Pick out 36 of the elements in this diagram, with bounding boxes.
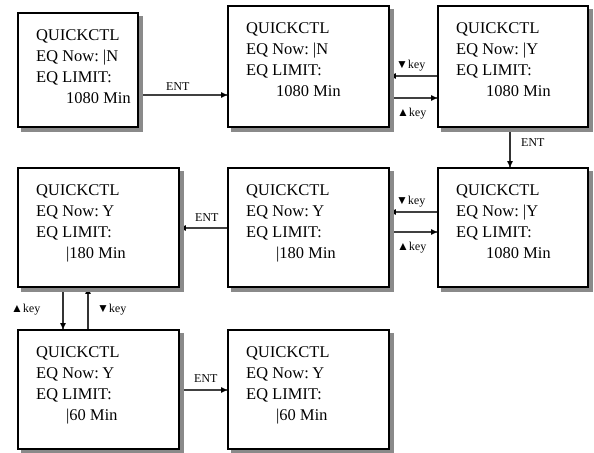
menu-line: EQ LIMIT:: [456, 59, 532, 80]
edge-label: ENT: [520, 136, 546, 149]
menu-title: QUICKCTL: [246, 179, 330, 200]
menu-title: QUICKCTL: [246, 341, 330, 362]
edge-label: ENT: [194, 211, 220, 224]
menu-line: |60 Min: [66, 404, 118, 425]
menu-line: EQ Now: Y: [246, 200, 324, 221]
menu-line: EQ Now: |N: [246, 38, 328, 59]
menu-line: EQ LIMIT:: [36, 66, 112, 87]
menu-title: QUICKCTL: [36, 179, 120, 200]
menu-title: QUICKCTL: [36, 24, 120, 45]
menu-title: QUICKCTL: [36, 341, 120, 362]
menu-line: EQ Now: |Y: [456, 200, 538, 221]
menu-line: EQ LIMIT:: [246, 59, 322, 80]
menu-line: EQ Now: |Y: [456, 38, 538, 59]
menu-line: EQ Now: Y: [36, 362, 114, 383]
menu-line: EQ Now: Y: [246, 362, 324, 383]
menu-line: |180 Min: [66, 242, 126, 263]
menu-line: EQ LIMIT:: [456, 221, 532, 242]
menu-line: EQ Now: |N: [36, 45, 118, 66]
menu-line: |60 Min: [276, 404, 328, 425]
menu-line: 1080 Min: [486, 80, 551, 101]
menu-line: |180 Min: [276, 242, 336, 263]
menu-title: QUICKCTL: [456, 17, 540, 38]
menu-line: 1080 Min: [66, 87, 131, 108]
menu-line: EQ LIMIT:: [246, 221, 322, 242]
menu-line: EQ LIMIT:: [246, 383, 322, 404]
menu-line: EQ LIMIT:: [36, 221, 112, 242]
menu-line: 1080 Min: [486, 242, 551, 263]
menu-title: QUICKCTL: [246, 17, 330, 38]
menu-line: EQ Now: Y: [36, 200, 114, 221]
menu-line: 1080 Min: [276, 80, 341, 101]
menu-line: EQ LIMIT:: [36, 383, 112, 404]
edge-label: ENT: [165, 80, 190, 93]
edge-label: ENT: [193, 372, 218, 385]
menu-title: QUICKCTL: [456, 179, 540, 200]
